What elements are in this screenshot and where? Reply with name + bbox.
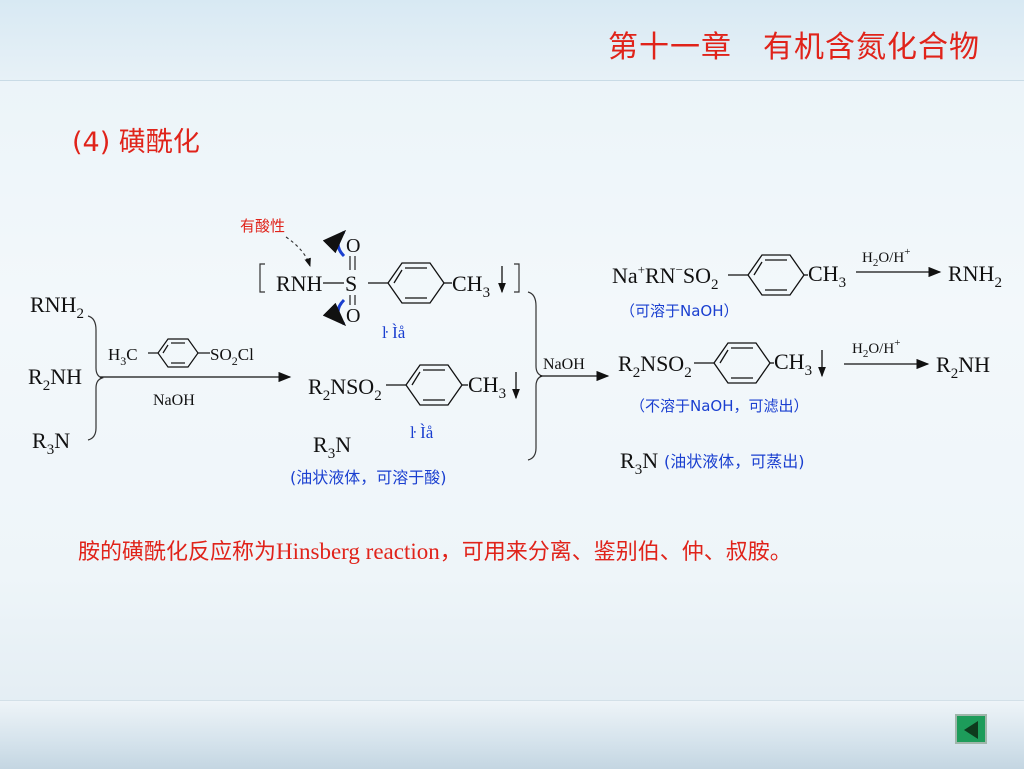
secondary-right-benzene-ring xyxy=(713,342,771,384)
reaction-scheme: RNH2 R2NH R3N H3C SO2Cl NaOH 有酸性 RNH S O… xyxy=(28,217,1002,487)
reagent-methyl: H3C xyxy=(108,345,138,368)
left-brace xyxy=(87,315,104,441)
section-title: (4) 磺酰化 xyxy=(72,127,200,158)
secondary-methyl: CH3 xyxy=(468,372,506,402)
precipitate-marker-2: ŀ Ìå xyxy=(410,423,434,442)
product-primary-amine: RNH2 xyxy=(948,261,1002,291)
secondary-right-methyl: CH3 xyxy=(774,349,812,379)
amine-tertiary: R3N xyxy=(32,428,70,458)
sulfonamide-rnh: RNH xyxy=(276,271,323,296)
footer-band xyxy=(0,700,1024,769)
summary-part-1: 胺的磺酰化反应称为 xyxy=(78,540,277,565)
acid-note: 有酸性 xyxy=(240,217,285,235)
electron-arrow-top xyxy=(322,229,347,258)
tertiary-amine-middle: R3N xyxy=(313,432,351,462)
chapter-title: 第十一章 有机含氮化合物 xyxy=(608,30,980,65)
reagent-sulfonyl-chloride: SO2Cl xyxy=(210,345,254,368)
sodium-salt: Na+RN−SO2 xyxy=(612,262,719,293)
bracket-right xyxy=(514,263,520,293)
middle-right-brace xyxy=(527,291,544,461)
back-arrow-icon xyxy=(964,721,978,739)
summary-part-2: ，可用来分离、鉴别伯、仲、叔胺。 xyxy=(439,540,792,565)
salt-methyl: CH3 xyxy=(808,261,846,291)
sulfonamide-oxygen-top: O xyxy=(346,235,360,257)
reagent-base: NaOH xyxy=(153,392,195,409)
tertiary-amine-note: (油状液体，可溶于酸) xyxy=(290,468,447,487)
product-secondary-amine: R2NH xyxy=(936,352,990,382)
hydrolysis-label-1: H2O/H+ xyxy=(862,246,910,269)
hydrolysis-label-2: H2O/H+ xyxy=(852,337,900,360)
salt-note: （可溶于NaOH） xyxy=(620,302,739,320)
reagent-benzene-ring xyxy=(157,338,199,368)
precipitate-marker-1: ŀ Ìå xyxy=(382,323,406,342)
back-button[interactable] xyxy=(955,714,987,744)
acid-dashed-arrow xyxy=(285,236,311,268)
summary-text: 胺的磺酰化反应称为Hinsberg reaction，可用来分离、鉴别伯、仲、叔… xyxy=(78,534,792,566)
secondary-sulfonamide: R2NSO2 xyxy=(308,374,382,404)
amine-secondary: R2NH xyxy=(28,364,82,394)
tertiary-amine-right: R3N xyxy=(620,448,658,478)
insoluble-note: （不溶于NaOH，可滤出） xyxy=(630,397,809,415)
amine-primary: RNH2 xyxy=(30,292,84,322)
salt-benzene-ring xyxy=(747,254,805,296)
sulfonamide-methyl: CH3 xyxy=(452,271,490,301)
sulfonamide-oxygen-bottom: O xyxy=(346,305,360,327)
electron-arrow-bottom xyxy=(322,298,347,327)
sulfonamide-benzene-ring xyxy=(387,262,445,304)
naoh-label-2: NaOH xyxy=(543,356,585,373)
secondary-benzene-ring xyxy=(405,364,463,406)
header-band xyxy=(0,0,1024,81)
tertiary-amine-right-note: (油状液体，可蒸出) xyxy=(664,452,805,471)
secondary-sulfonamide-right: R2NSO2 xyxy=(618,351,692,381)
sulfonamide-sulfur: S xyxy=(345,271,357,296)
bracket-left xyxy=(259,263,265,293)
summary-latin: Hinsberg reaction xyxy=(276,539,440,564)
